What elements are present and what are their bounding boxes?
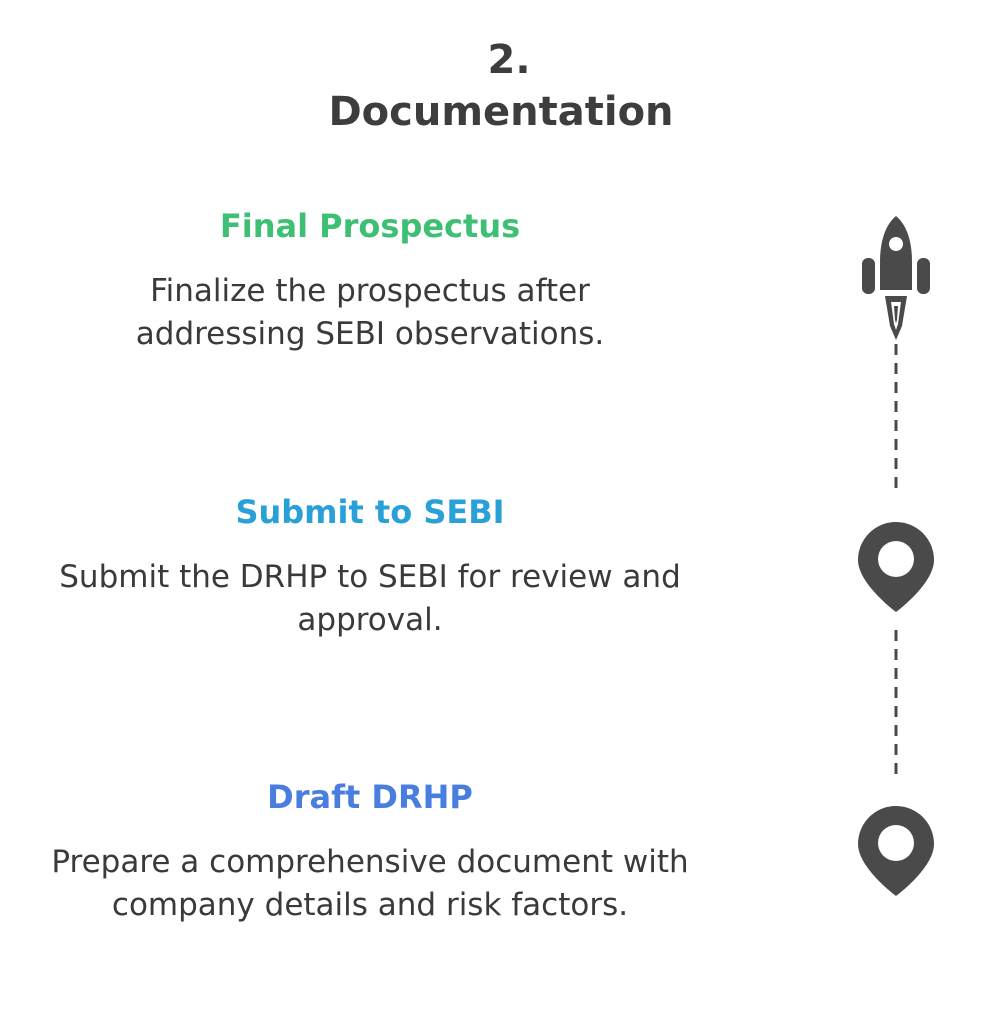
step-description: Prepare a comprehensive document with co… [51,844,689,923]
step-heading: Submit to SEBI [235,493,505,531]
rocket-icon [862,216,930,340]
step-draft-drhp: Draft DRHP Prepare a comprehensive docum… [30,777,710,927]
step-heading: Draft DRHP [267,778,473,816]
timeline [858,216,934,896]
step-submit-to-sebi: Submit to SEBI Submit the DRHP to SEBI f… [30,492,710,642]
location-pin-icon [858,806,934,896]
step-description: Submit the DRHP to SEBI for review and a… [59,559,681,638]
step-heading: Final Prospectus [219,207,521,245]
page-title: Documentation [328,89,674,135]
step-description: Finalize the prospectus after addressing… [135,273,605,352]
title-number: 2. [487,37,531,83]
location-pin-icon [858,522,934,612]
step-final-prospectus: Final Prospectus Finalize the prospectus… [30,206,710,356]
